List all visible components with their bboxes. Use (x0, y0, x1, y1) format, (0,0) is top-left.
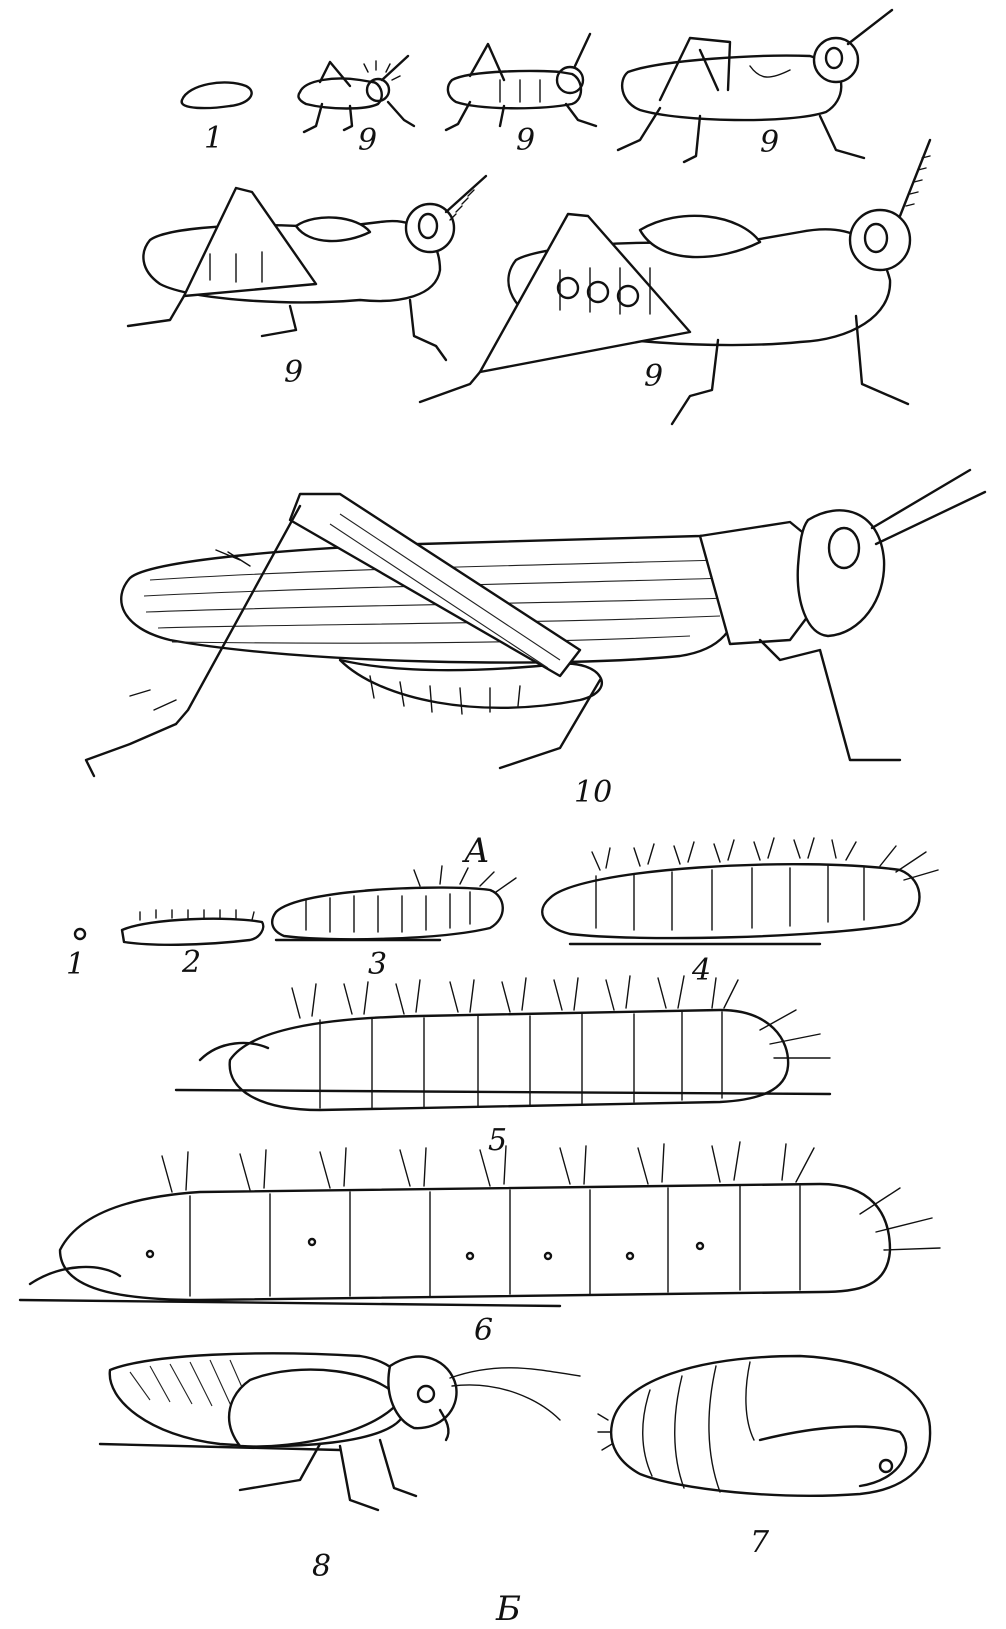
grasshopper-nymph-1 (298, 56, 414, 132)
grasshopper-nymph-5 (420, 140, 930, 424)
stage-label: 7 (750, 1525, 770, 1560)
moth-pupa (598, 1356, 930, 1496)
grasshopper-nymph-3 (618, 10, 892, 162)
stage-label: 4 (691, 953, 711, 988)
stage-label: 10 (574, 775, 612, 810)
stage-label: 1 (66, 947, 85, 982)
stage-label: 9 (516, 123, 535, 158)
panel-letter: А (462, 831, 490, 871)
panel-a: 1 9 9 9 9 9 10 А (86, 10, 985, 871)
moth-egg (75, 929, 85, 939)
stage-label: 3 (368, 947, 387, 982)
stage-label: 9 (760, 125, 779, 160)
larva-stage-4 (542, 838, 938, 944)
stage-label: 2 (181, 945, 201, 980)
stage-label: 1 (204, 121, 223, 156)
panel-b: 1 2 3 4 5 6 7 8 Б (20, 838, 940, 1629)
larva-stage-3 (272, 866, 516, 940)
stage-label: 8 (312, 1549, 331, 1584)
larva-stage-2 (122, 910, 263, 945)
stage-label: 6 (474, 1313, 493, 1348)
stage-label: 9 (644, 359, 663, 394)
panel-letter: Б (495, 1589, 521, 1629)
stage-label: 5 (488, 1123, 507, 1158)
stage-label: 9 (284, 355, 303, 390)
larva-stage-6 (20, 1142, 940, 1306)
larva-stage-5 (176, 976, 830, 1110)
adult-moth (100, 1353, 580, 1510)
stage-label: 9 (358, 123, 377, 158)
grasshopper-nymph-4 (128, 176, 486, 360)
grasshopper-egg (182, 82, 252, 108)
adult-grasshopper (86, 470, 985, 776)
grasshopper-nymph-2 (446, 34, 596, 130)
